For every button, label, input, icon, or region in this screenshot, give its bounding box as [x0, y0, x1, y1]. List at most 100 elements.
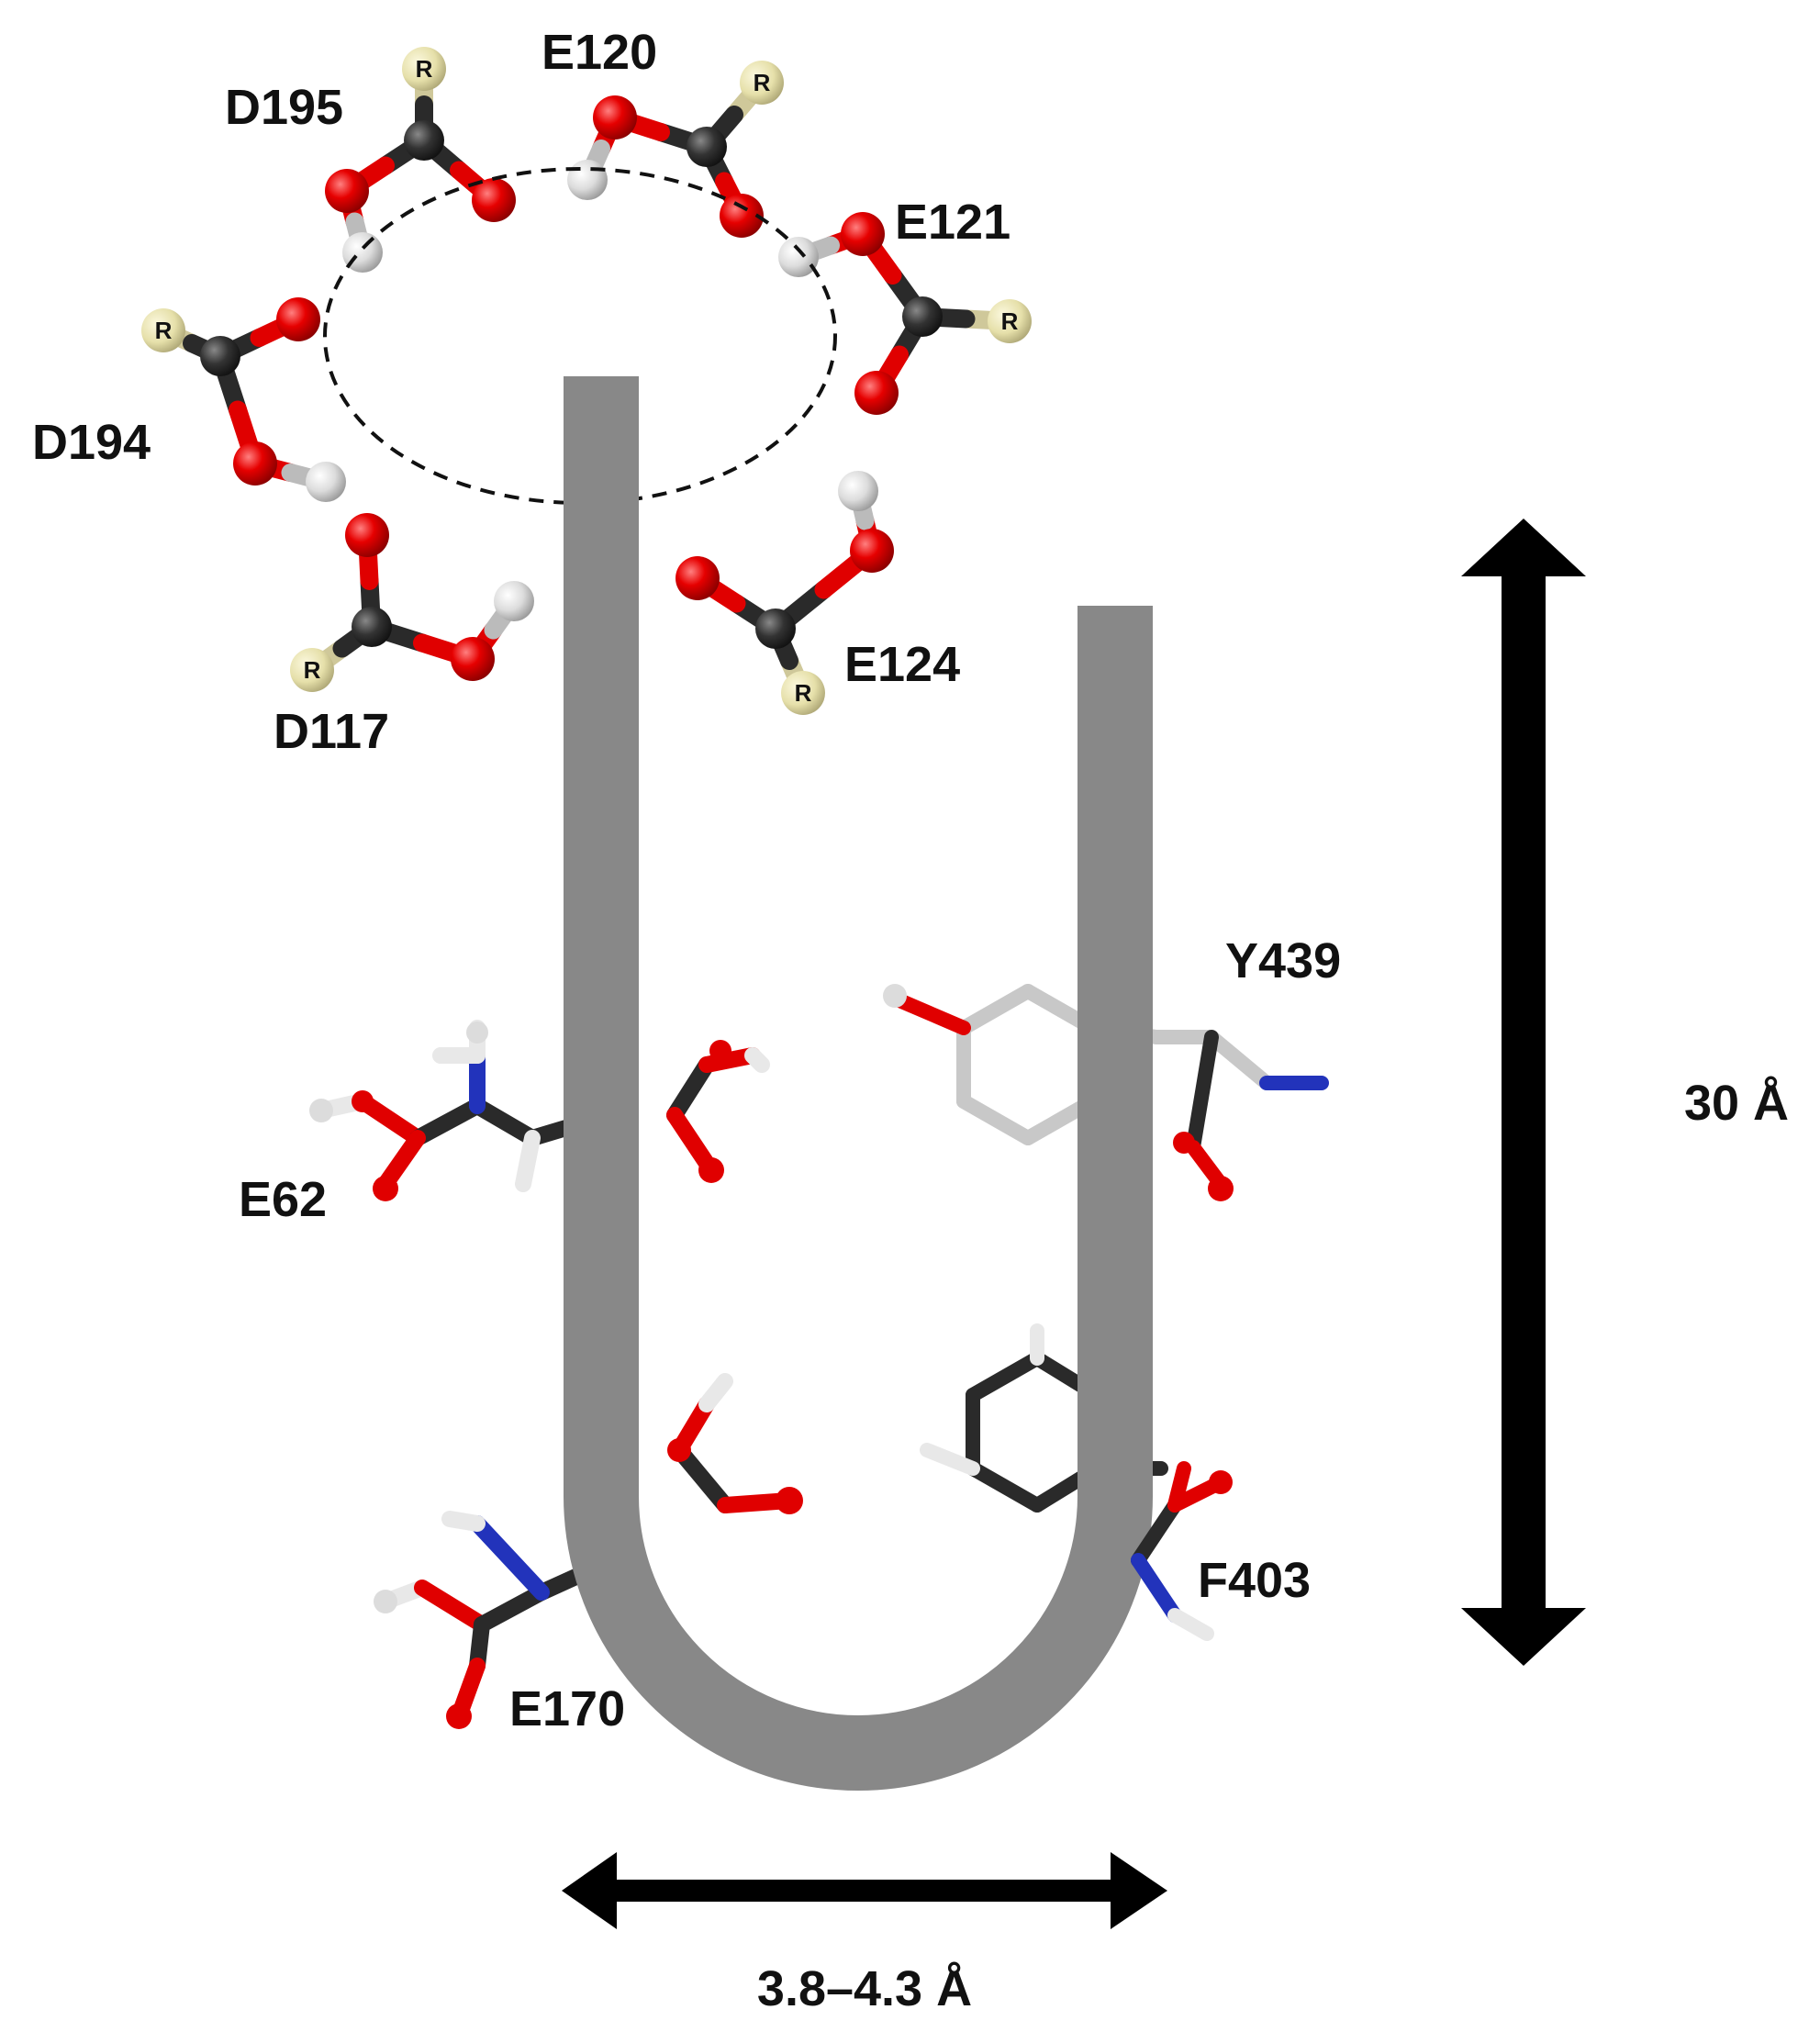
atom [1209, 1470, 1233, 1494]
bond [469, 1515, 550, 1601]
r-group-label: R [754, 69, 771, 96]
bond [966, 1461, 1044, 1513]
residue-F403-backbone [1131, 1461, 1233, 1641]
atom-r [740, 61, 784, 105]
atom-r [781, 671, 825, 715]
atom-h [778, 237, 819, 277]
atom [373, 1176, 398, 1201]
r-group-label: R [1001, 307, 1019, 335]
atom [1173, 1132, 1195, 1154]
atom-c [687, 127, 727, 167]
label-E62: E62 [239, 1172, 327, 1227]
atom-o [276, 297, 320, 341]
atom-c [352, 607, 392, 647]
atom [374, 1590, 397, 1613]
bond [354, 1093, 426, 1146]
label-E170: E170 [509, 1681, 625, 1736]
residue-E120: R [567, 61, 784, 238]
bond [956, 1094, 1035, 1145]
atom-r [402, 47, 446, 91]
bond [441, 1511, 486, 1532]
atom [883, 984, 907, 1008]
bond [1167, 1461, 1191, 1513]
label-D194: D194 [32, 415, 151, 470]
atom-o [854, 371, 899, 415]
atom-o [233, 441, 277, 486]
r-group-label: R [416, 55, 433, 83]
atom [352, 1090, 374, 1112]
bond [377, 1130, 426, 1192]
bond [666, 1056, 715, 1123]
atom-o [841, 212, 885, 256]
label-D195: D195 [225, 80, 343, 135]
atom [667, 1438, 691, 1462]
atom-h [838, 471, 878, 511]
atom [446, 1703, 472, 1729]
atom-h [306, 462, 346, 502]
width-arrow [562, 1852, 1167, 1929]
label-F403: F403 [1198, 1553, 1311, 1608]
residue-E62-carboxyl [666, 1040, 770, 1183]
height-arrow [1461, 519, 1586, 1666]
atom [698, 1157, 724, 1183]
residue-E121: R [778, 212, 1032, 415]
bond [474, 1584, 550, 1633]
bond [671, 1442, 733, 1513]
atom [776, 1487, 803, 1514]
atom-c [902, 296, 943, 337]
pocket-front [1131, 1461, 1233, 1641]
residue-D117: R [290, 513, 534, 692]
residue-D194: R [141, 297, 346, 502]
label-D117: D117 [274, 704, 389, 759]
bond [515, 1130, 541, 1192]
label-E120: E120 [542, 25, 657, 80]
atom-h [567, 160, 608, 200]
label-E124: E124 [844, 637, 960, 692]
r-group-label: R [155, 317, 173, 344]
width-dimension-label: 3.8–4.3 Å [757, 1961, 972, 2016]
u-shaped-channel-icon [564, 376, 1153, 1791]
residue-E124: R [676, 471, 894, 715]
r-group-label: R [795, 679, 812, 707]
atom-o [472, 178, 516, 222]
height-dimension-label: 30 Å [1684, 1076, 1789, 1131]
atom-o [850, 529, 894, 573]
atom-c [404, 120, 444, 161]
bond [698, 1373, 733, 1412]
bond [469, 1098, 541, 1146]
atom-o [451, 637, 495, 681]
atom-r [290, 648, 334, 692]
residue-E170 [374, 1511, 600, 1729]
atom [709, 1040, 731, 1062]
atom-o [325, 169, 369, 213]
bond [409, 1098, 486, 1146]
bond [1131, 1498, 1182, 1568]
residue-E170-carboxyl [667, 1373, 803, 1514]
residue-D195: R [325, 47, 516, 273]
bond [966, 1351, 1044, 1402]
double-headed-arrow-icon [1461, 519, 1586, 1666]
atom-o [593, 95, 637, 140]
bond [956, 984, 1035, 1035]
atom [466, 1022, 488, 1044]
atom [1208, 1176, 1234, 1201]
label-Y439: Y439 [1225, 933, 1341, 988]
double-headed-arrow-icon [562, 1852, 1167, 1929]
atom-r [988, 299, 1032, 343]
bond [1186, 1030, 1219, 1155]
ring-residues: R R R R R R [141, 47, 1032, 715]
atom [309, 1099, 333, 1122]
atom-h [494, 581, 534, 621]
atom-o [676, 556, 720, 600]
atom-o [345, 513, 389, 557]
bond [920, 1443, 980, 1476]
residue-E62 [309, 1020, 586, 1201]
r-group-label: R [304, 656, 321, 684]
atom-o [720, 194, 764, 238]
atom-r [141, 308, 185, 352]
bond [414, 1580, 490, 1633]
atom-c [200, 336, 240, 376]
bond [1204, 1030, 1274, 1090]
bond [892, 993, 971, 1035]
